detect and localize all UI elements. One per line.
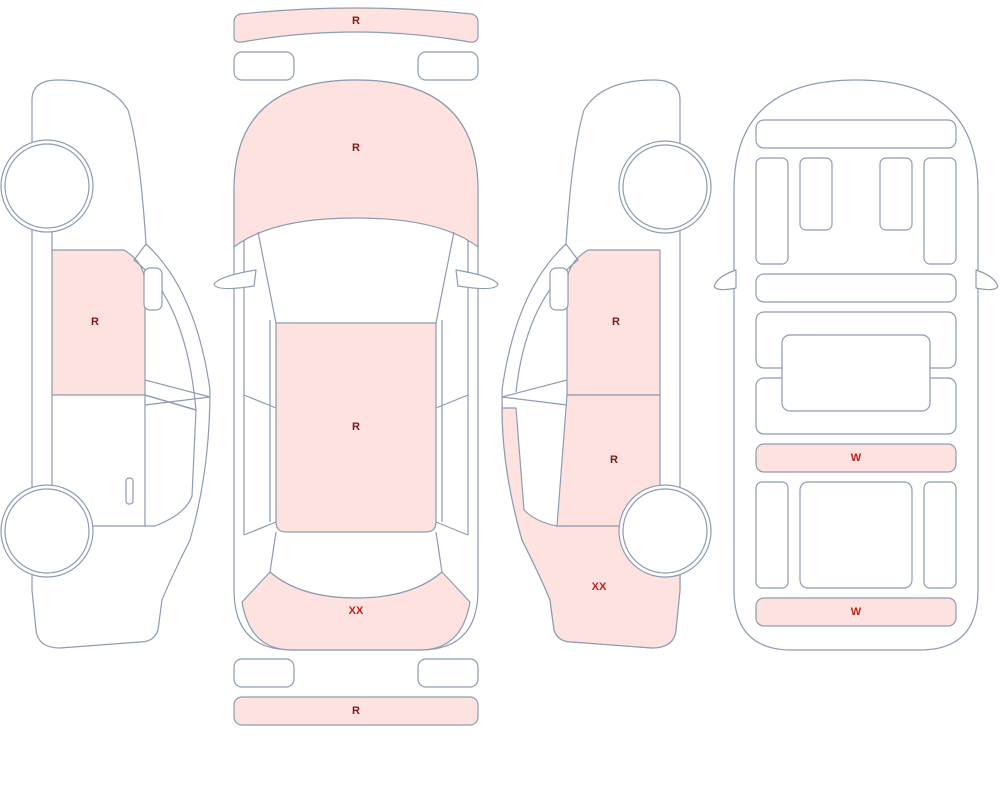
underbody-crossmember-1-panel[interactable] xyxy=(755,443,957,473)
trunk-label: XX xyxy=(349,605,364,617)
top-view: R R R XX R xyxy=(213,7,499,726)
underbody-front-right-rail xyxy=(923,157,957,265)
right-mirror xyxy=(455,269,499,290)
underbody-rear-right-rail xyxy=(923,481,957,589)
left-side-view: R xyxy=(0,79,211,649)
trunk-panel[interactable] xyxy=(241,571,471,651)
left-front-wheel xyxy=(0,139,94,233)
right-side-view: XX R R xyxy=(501,79,712,649)
rear-bumper-label: R xyxy=(352,705,360,717)
left-side-mirror xyxy=(143,267,163,311)
right-pillars xyxy=(435,240,469,536)
left-mirror xyxy=(213,269,257,290)
underbody-tunnel xyxy=(781,334,931,412)
right-taillight xyxy=(417,658,479,688)
left-rear-door xyxy=(51,394,197,527)
front-bumper-panel[interactable] xyxy=(233,7,479,43)
hood-panel[interactable] xyxy=(233,79,479,248)
underbody-front-bar xyxy=(755,119,957,149)
roof-panel[interactable] xyxy=(275,322,437,533)
right-rear-quarter-label: XX xyxy=(592,581,607,593)
front-bumper-label: R xyxy=(352,15,360,27)
rear-bumper-panel[interactable] xyxy=(233,696,479,726)
underbody-view: W W xyxy=(713,79,999,651)
right-side-mirror xyxy=(549,267,569,311)
right-rear-wheel xyxy=(618,484,712,578)
right-front-door-panel[interactable] xyxy=(566,249,661,396)
left-taillight xyxy=(233,658,295,688)
left-door-handle xyxy=(125,477,134,505)
left-front-door-panel[interactable] xyxy=(51,249,146,396)
right-front-wheel xyxy=(618,140,712,234)
underbody-front-inner-right xyxy=(879,157,913,231)
right-headlight xyxy=(417,51,479,81)
hood-label: R xyxy=(352,142,360,154)
underbody-crossmember-2-panel[interactable] xyxy=(755,597,957,627)
underbody-firewall xyxy=(755,273,957,303)
left-windows xyxy=(133,243,211,411)
right-rear-quarter-panel[interactable] xyxy=(501,407,681,649)
windshield xyxy=(257,231,455,324)
underbody-front-left-rail xyxy=(755,157,789,265)
right-front-door-label: R xyxy=(612,316,620,328)
underbody-crossmember-1-label: W xyxy=(851,452,862,464)
left-headlight xyxy=(233,51,295,81)
underbody-left-flap xyxy=(713,269,737,291)
roof-label: R xyxy=(352,421,360,433)
underbody-front-inner-left xyxy=(799,157,833,231)
underbody-crossmember-2-label: W xyxy=(851,606,862,618)
right-rear-door-label: R xyxy=(610,454,618,466)
underbody-spare-well xyxy=(799,481,913,589)
underbody-right-flap xyxy=(975,269,999,291)
left-rear-wheel xyxy=(0,484,94,578)
left-front-door-label: R xyxy=(91,316,99,328)
underbody-rear-left-rail xyxy=(755,481,789,589)
right-windows xyxy=(501,243,579,406)
left-pillars xyxy=(243,240,277,536)
